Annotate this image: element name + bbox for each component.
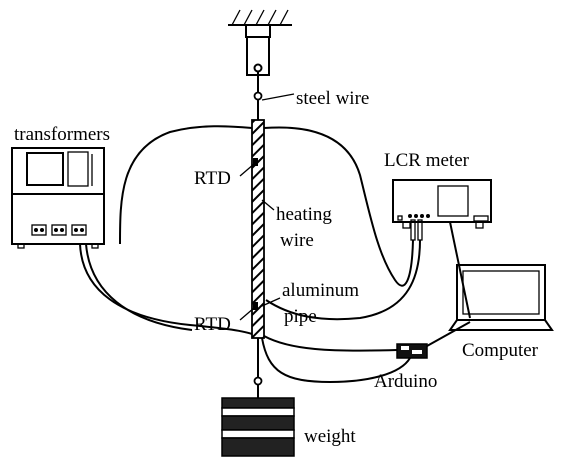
- arduino-board: [396, 343, 428, 359]
- transformers-device: [11, 147, 105, 249]
- label-transformers: transformers: [14, 124, 110, 145]
- lcr-meter-device: [392, 179, 492, 241]
- label-lcr-meter: LCR meter: [384, 150, 470, 171]
- label-aluminum: aluminum: [282, 280, 359, 301]
- aluminum-pipe: [251, 119, 265, 339]
- rtd-sensor-top: [253, 158, 258, 166]
- steel-wire: [253, 72, 263, 398]
- label-rtd-bottom: RTD: [194, 314, 231, 335]
- label-heating: heating: [276, 204, 332, 225]
- ceiling-support: [228, 9, 292, 76]
- label-pipe: pipe: [284, 306, 317, 327]
- label-rtd-top: RTD: [194, 168, 231, 189]
- weight-block: [221, 397, 295, 457]
- label-steel-wire: steel wire: [296, 88, 369, 109]
- label-weight: weight: [304, 426, 356, 447]
- rtd-sensor-bottom: [253, 302, 258, 310]
- label-computer: Computer: [462, 340, 539, 361]
- cables: [79, 125, 471, 384]
- computer-laptop: [448, 264, 554, 331]
- label-wire: wire: [280, 230, 314, 251]
- label-arduino: Arduino: [374, 371, 437, 392]
